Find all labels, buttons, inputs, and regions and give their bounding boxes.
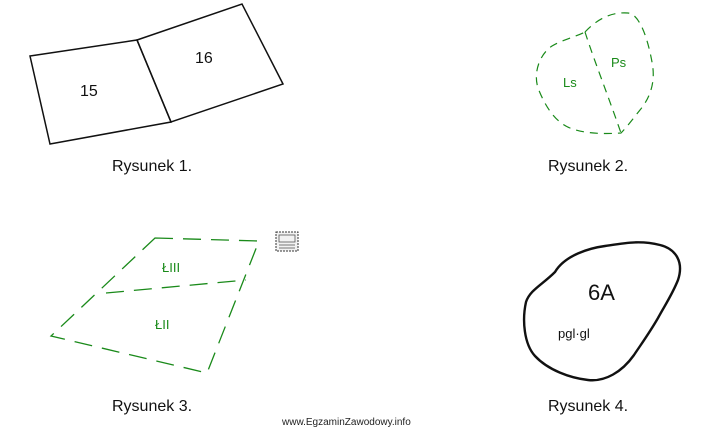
info-stamp-icon [275,231,299,252]
website-watermark: www.EgzaminZawodowy.info [281,417,411,428]
parcel-16-label: 16 [195,50,213,67]
soil-contour-divider [105,279,247,294]
parcel-15-outline [29,39,173,145]
figure-4-caption: Rysunek 4. [548,398,628,415]
region-liii-label: ŁIII [162,260,180,275]
region-ls-label: Ls [563,75,577,90]
region-lii-label: ŁII [155,317,169,332]
parcel-6a-number: 6A [588,280,615,305]
land-use-label: pgl·gl [558,326,590,341]
parcel-16-outline [136,3,285,123]
figure-4: 6A pgl·gl Rysunek 4. [522,241,682,415]
figure-2-caption: Rysunek 2. [548,158,628,175]
contour-outline [535,12,654,135]
figure-3-caption: Rysunek 3. [112,398,192,415]
contour-divider [584,31,622,134]
soil-contour-outline [49,237,260,374]
figure-1: 15 16 Rysunek 1. [29,3,285,175]
figure-3: ŁIII ŁII Rysunek 3. [49,237,260,415]
region-ps-label: Ps [611,55,627,70]
parcel-15-label: 15 [80,83,98,100]
figure-2: Ls Ps Rysunek 2. [535,12,654,175]
parcel-6a-outline [522,241,682,382]
figure-1-caption: Rysunek 1. [112,158,192,175]
